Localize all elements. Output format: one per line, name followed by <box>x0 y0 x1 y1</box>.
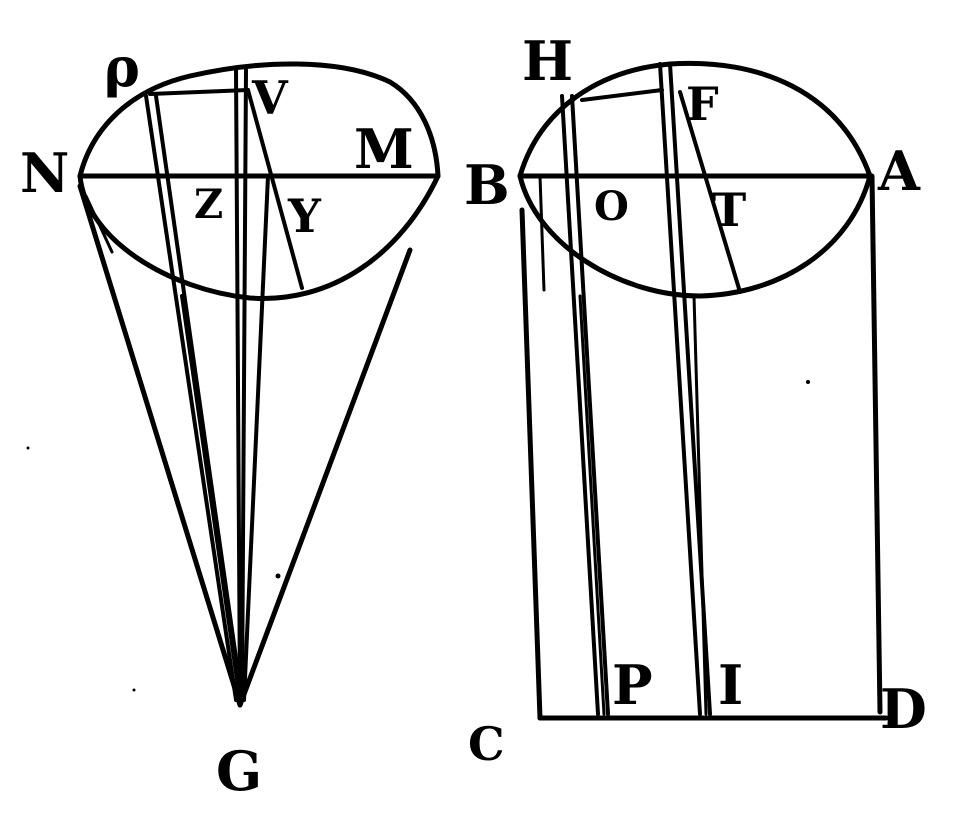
label-i: I <box>718 653 743 717</box>
cylinder-line-b-inner <box>538 174 546 292</box>
cylinder-line-o <box>578 294 606 716</box>
label-d: D <box>880 677 927 741</box>
label-n: N <box>20 141 69 205</box>
label-p: P <box>612 653 653 717</box>
label-a: A <box>877 139 921 203</box>
cylinder-line-f-slant <box>678 90 742 294</box>
cone-line-v-left <box>234 68 242 702</box>
cone-base-lower-arc <box>77 173 441 301</box>
cone-line-rho-left <box>144 94 238 702</box>
cone-base-upper-arc <box>77 61 441 179</box>
print-speck <box>806 380 810 384</box>
cylinder-line-h-left <box>560 94 600 716</box>
print-speck <box>275 573 281 579</box>
label-c: C <box>468 717 505 771</box>
cylinder-figure <box>517 60 889 721</box>
label-g: G <box>216 739 262 803</box>
cylinder-chord-h-f <box>580 88 664 102</box>
label-f: F <box>686 77 719 131</box>
label-y: Y <box>287 189 322 243</box>
cylinder-base-lower-arc <box>517 173 873 299</box>
label-o: O <box>594 183 629 230</box>
cone-line-v-right <box>240 68 248 702</box>
label-b: B <box>464 153 510 217</box>
cylinder-side-right <box>869 173 883 715</box>
cone-figure <box>77 61 441 708</box>
label-z: Z <box>194 181 223 228</box>
cylinder-side-left <box>519 207 543 721</box>
label-t: T <box>712 183 746 237</box>
cone-line-rho-right <box>154 94 244 702</box>
label-rho: ρ <box>104 35 140 99</box>
cone-line-n-inner <box>84 194 114 254</box>
label-v: V <box>251 71 289 125</box>
cone-line-z <box>180 294 242 702</box>
cone-line-y <box>242 174 270 702</box>
cone-side-left <box>77 183 243 708</box>
label-m: M <box>354 117 414 181</box>
print-speck <box>132 688 136 692</box>
label-h: H <box>522 29 573 93</box>
cone-side-right <box>237 247 413 708</box>
cylinder-line-h-right <box>570 94 610 716</box>
print-speck <box>26 446 30 450</box>
cone-chord-rho-v <box>148 88 250 96</box>
cylinder-line-t <box>692 294 708 716</box>
cone-line-v-slant <box>246 88 304 290</box>
cylinder-line-f-left <box>658 62 702 716</box>
